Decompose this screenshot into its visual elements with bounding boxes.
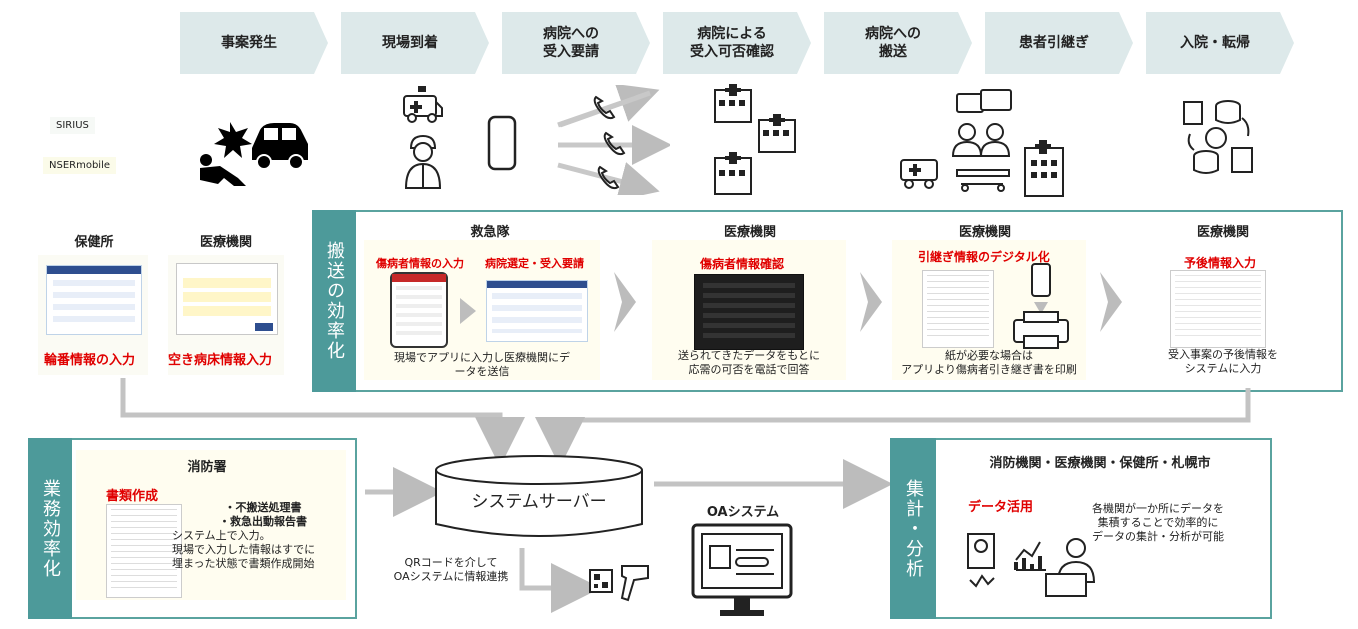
qr-scanner-icon — [589, 565, 649, 602]
confirm-screen-thumbnail — [694, 274, 804, 350]
iryo3-caption: 受入事案の予後情報を システムに入力 — [1168, 348, 1278, 375]
flow-chevron-icon — [614, 272, 636, 332]
yogo-input-label: 予後情報入力 — [1184, 256, 1257, 270]
hokenjo-label: 保健所 — [74, 235, 114, 250]
kyukyutai-card: 傷病者情報の入力 病院選定・受入要請 現場でアプリに入力し医療機関にデ ータを送… — [364, 240, 600, 380]
gyomu-caption: システム上で入力。 現場で入力した情報はすでに 埋まった状態で書類作成開始 — [172, 529, 316, 570]
kyukyutai-label: 救急隊 — [470, 225, 510, 240]
iryo3-label: 医療機関 — [1196, 225, 1249, 240]
rinban-screen-thumbnail — [46, 265, 142, 335]
process-step: 病院への 搬送 — [824, 12, 972, 74]
process-step-label: 入院・転帰 — [1180, 35, 1250, 51]
process-step-label: 事案発生 — [221, 35, 277, 51]
process-step-label: 病院への 搬送 — [865, 26, 921, 60]
shorui-sakusei-label: 書類作成 — [106, 489, 159, 504]
iryo1-caption: 送られてきたデータをもとに 応需の可否を電話で回答 — [677, 349, 821, 376]
database-cylinder-icon — [435, 455, 643, 537]
shukei-header: 消防機関・医療機関・保健所・札幌市 — [989, 456, 1211, 471]
hikitsugi-digital-label: 引継ぎ情報のデジタル化 — [918, 250, 1050, 264]
handover-doc-thumbnail — [922, 270, 994, 348]
process-step-label: 現場到着 — [382, 35, 438, 51]
handover-icon — [900, 89, 1064, 197]
iryo2-card: 引継ぎ情報のデジタル化 紙が必要な場合は アプリより傷病者引き継ぎ書を印刷 — [892, 240, 1086, 380]
nser-badge: NSERmobile — [43, 157, 117, 174]
oa-monitor-icon — [691, 523, 793, 616]
process-step: 現場到着 — [341, 12, 489, 74]
process-step: 病院による 受入可否確認 — [663, 12, 811, 74]
data-katsuyo-label: データ活用 — [968, 500, 1034, 515]
server-label: システムサーバー — [471, 492, 607, 512]
process-step-label: 病院による 受入可否確認 — [690, 26, 774, 60]
phone-printer-icon — [1013, 263, 1069, 349]
data-network-icon — [1183, 100, 1253, 174]
iryo1-label: 医療機関 — [723, 225, 776, 240]
qr-caption: QRコードを介して OAシステムに情報連携 — [393, 556, 509, 583]
iryo2-label: 医療機関 — [958, 225, 1011, 240]
akibyosho-screen-thumbnail — [176, 263, 278, 335]
shobyosha-input-label: 傷病者情報の入力 — [376, 257, 464, 270]
process-step: 患者引継ぎ — [985, 12, 1133, 74]
gray-chevron-icon — [460, 298, 476, 324]
process-step: 入院・転帰 — [1146, 12, 1294, 74]
process-step-label: 病院への 受入要請 — [543, 26, 599, 60]
shobosho-card: 消防署 書類作成 ・不搬送処理書 ・救急出動報告書 システム上で入力。 現場で入… — [76, 450, 346, 600]
akibyosho-input-label: 空き病床情報入力 — [168, 353, 273, 368]
report-doc-thumbnail — [106, 504, 182, 598]
flow-chevron-icon — [1100, 272, 1122, 332]
iryo2-caption: 紙が必要な場合は アプリより傷病者引き継ぎ書を印刷 — [901, 349, 1077, 376]
flow-chevron-icon — [860, 272, 882, 332]
analytics-person-icon — [967, 533, 1096, 597]
yogo-screen-thumbnail — [1170, 270, 1266, 348]
iryo3-card: 予後情報入力 受入事案の予後情報を システムに入力 — [1132, 240, 1314, 380]
sirius-badge: SIRIUS — [50, 117, 95, 134]
shobosho-label: 消防署 — [187, 460, 227, 475]
hospitals-icon — [714, 84, 796, 195]
shukei-side-label: 集計・分析 — [890, 438, 936, 619]
paramedic-icon — [404, 134, 442, 189]
phone-calls-icon — [557, 85, 670, 195]
transport-side-label: 搬送の効率化 — [312, 210, 356, 392]
iryo-card — [168, 255, 284, 375]
process-step: 事案発生 — [180, 12, 328, 74]
iryo1-card: 傷病者情報確認 送られてきたデータをもとに 応需の可否を電話で回答 — [652, 240, 846, 380]
app-phone-thumbnail — [390, 272, 448, 348]
byoin-sentei-label: 病院選定・受入要請 — [485, 257, 584, 270]
oa-system-label: OAシステム — [706, 505, 780, 520]
ambulance-icon — [403, 86, 443, 123]
accident-icon — [200, 122, 308, 186]
smartphone-icon — [487, 115, 517, 171]
process-step: 病院への 受入要請 — [502, 12, 650, 74]
rinban-input-label: 輪番情報の入力 — [44, 353, 136, 368]
iryo-kikan-label: 医療機関 — [199, 235, 252, 250]
gyomu-side-label: 業務効率化 — [28, 438, 72, 619]
process-step-label: 患者引継ぎ — [1019, 35, 1089, 51]
shukei-caption: 各機関が一か所にデータを 集積することで効率的に データの集計・分析が可能 — [1092, 502, 1224, 543]
hokenjo-card — [38, 255, 148, 375]
shobyosha-confirm-label: 傷病者情報確認 — [700, 257, 785, 271]
kyukyutai-caption: 現場でアプリに入力し医療機関にデ ータを送信 — [394, 351, 570, 378]
report-types: ・不搬送処理書 ・救急出動報告書 — [219, 501, 307, 528]
hospital-select-thumbnail — [486, 280, 588, 342]
